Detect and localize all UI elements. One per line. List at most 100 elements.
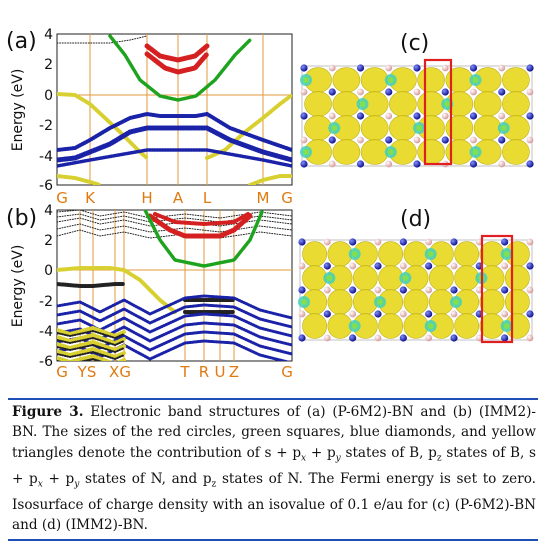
nitrogen-atom xyxy=(425,262,433,270)
nitrogen-atom xyxy=(298,334,306,342)
isosurface-lobe xyxy=(378,241,404,267)
boron-atom xyxy=(498,112,506,120)
isosurface-lobe xyxy=(504,289,530,315)
boron-atom xyxy=(374,334,382,342)
nitrogen-atom xyxy=(300,160,308,168)
nitrogen-atom xyxy=(385,88,393,96)
isosurface-lobe xyxy=(360,67,389,93)
nitrogen-atom xyxy=(349,334,357,342)
boron-atom xyxy=(526,286,534,294)
nitrogen-atom xyxy=(399,238,407,246)
isosurface-lobe xyxy=(479,241,505,267)
panel-b-kpoint-label: R xyxy=(199,363,209,381)
isosurface-lobe xyxy=(454,265,480,291)
isosurface-lobe xyxy=(304,91,332,117)
panel-b-bands xyxy=(57,210,292,361)
panel-b-kpoint-label: XG xyxy=(109,363,131,381)
boron-atom xyxy=(470,88,477,96)
panel-a-ytick: 0 xyxy=(44,88,53,104)
nitrogen-atom xyxy=(399,286,407,294)
isosurface-section xyxy=(301,299,307,305)
nitrogen-atom xyxy=(374,310,382,318)
band-line xyxy=(57,125,292,163)
nitrogen-atom xyxy=(498,88,506,96)
band-layer xyxy=(57,210,292,361)
figure-caption-label: Figure 3. xyxy=(12,404,84,420)
nitrogen-atom xyxy=(450,238,458,246)
panel-b-kpoint-label: G xyxy=(56,363,68,381)
boron-atom xyxy=(441,112,449,120)
band-line xyxy=(57,357,124,361)
panel-a-ytick: -4 xyxy=(39,149,53,165)
isosurface-lobe xyxy=(479,289,505,315)
isosurface-lobe xyxy=(332,67,361,93)
boron-atom xyxy=(450,310,458,318)
band-line xyxy=(153,212,250,227)
isosurface-section xyxy=(416,125,422,131)
subscript: z xyxy=(436,453,442,464)
band-line xyxy=(144,43,210,63)
panel-b-kpoint-label: T xyxy=(179,363,190,381)
nitrogen-atom xyxy=(385,136,393,144)
isosurface-section xyxy=(472,77,479,83)
nitrogen-atom xyxy=(469,64,478,72)
nitrogen-atom xyxy=(450,286,458,294)
isosurface-lobe xyxy=(360,139,389,165)
isosurface-lobe xyxy=(327,241,353,267)
boron-atom xyxy=(385,160,393,168)
boron-atom xyxy=(425,334,433,342)
panel-a-bands xyxy=(57,34,292,185)
band-line xyxy=(57,266,177,314)
caption-text: states of N. The Fermi energy is set to … xyxy=(12,470,536,533)
isosurface-section xyxy=(444,101,451,107)
nitrogen-atom xyxy=(374,262,382,270)
band-line xyxy=(57,325,126,339)
panel-b-kpoint-label: U xyxy=(215,363,226,381)
subscript: y xyxy=(335,453,341,464)
isosurface-lobe xyxy=(304,115,332,141)
panel-b-ytick: 0 xyxy=(44,263,53,279)
boron-atom xyxy=(357,136,364,144)
band-line xyxy=(57,282,126,288)
nitrogen-atom xyxy=(298,286,306,294)
band-line xyxy=(57,111,292,152)
subscript: y xyxy=(74,479,80,490)
panel-c-structure xyxy=(300,64,534,168)
panel-b-label: (b) xyxy=(6,206,37,231)
isosurface-lobe xyxy=(417,67,445,93)
panel-c-isosurface: (c) xyxy=(300,31,534,168)
boron-atom xyxy=(526,238,534,246)
nitrogen-atom xyxy=(328,88,336,96)
band-line xyxy=(143,210,264,268)
band-layer xyxy=(57,34,292,185)
isosurface-lobe xyxy=(352,289,378,315)
isosurface-lobe xyxy=(428,289,454,315)
isosurface-lobe xyxy=(360,115,389,141)
nitrogen-atom xyxy=(323,310,331,318)
boron-atom xyxy=(328,160,336,168)
isosurface-lobe xyxy=(473,91,502,117)
nitrogen-atom xyxy=(349,286,357,294)
band-line xyxy=(57,303,292,329)
band-line xyxy=(144,51,210,75)
boron-atom xyxy=(298,310,306,318)
isosurface-lobe xyxy=(445,139,474,165)
band-line xyxy=(57,229,292,239)
nitrogen-atom xyxy=(501,334,509,342)
nitrogen-atom xyxy=(469,160,478,168)
isosurface-lobe xyxy=(504,265,530,291)
isosurface-lobe xyxy=(417,139,445,165)
band-line xyxy=(57,312,292,338)
nitrogen-atom xyxy=(425,310,433,318)
boron-atom xyxy=(349,310,357,318)
boron-atom xyxy=(501,310,509,318)
isosurface-section xyxy=(377,299,383,305)
boron-atom xyxy=(450,262,458,270)
band-line xyxy=(57,223,292,233)
subscript: x xyxy=(301,453,307,464)
band-line xyxy=(57,343,125,354)
caption-top-rule xyxy=(8,398,538,400)
isosurface-lobe xyxy=(403,289,429,315)
panel-b-ylabel: Energy (eV) xyxy=(10,245,26,328)
band-line xyxy=(57,294,292,320)
